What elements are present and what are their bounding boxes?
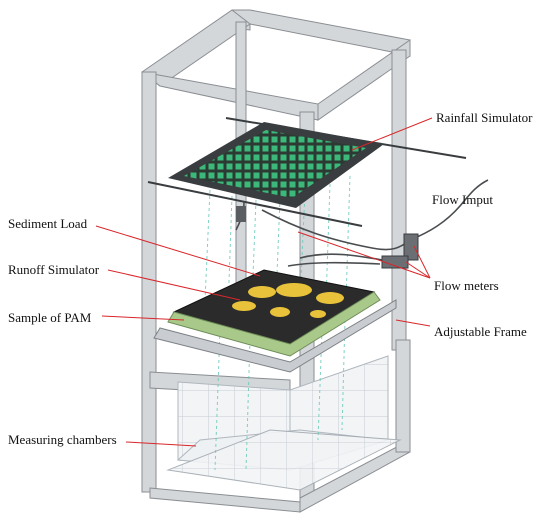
labels: Rainfall Simulator Flow Imput Sediment L…: [8, 110, 533, 447]
label-sample-of-pam: Sample of PAM: [8, 310, 92, 325]
leader-lines: [95, 117, 433, 447]
label-adjustable-frame: Adjustable Frame: [434, 324, 527, 339]
flow-meter-devices: [236, 206, 419, 269]
label-flow-meters: Flow meters: [434, 278, 499, 293]
label-runoff-simulator: Runoff Simulator: [8, 262, 100, 277]
label-sediment-load: Sediment Load: [8, 216, 88, 231]
rainfall-simulator: [147, 117, 467, 227]
runoff-simulator: [153, 269, 397, 373]
label-rainfall-simulator: Rainfall Simulator: [436, 110, 533, 125]
measuring-chambers: [166, 355, 402, 491]
label-flow-input: Flow Imput: [432, 192, 493, 207]
label-measuring-chambers: Measuring chambers: [8, 432, 117, 447]
